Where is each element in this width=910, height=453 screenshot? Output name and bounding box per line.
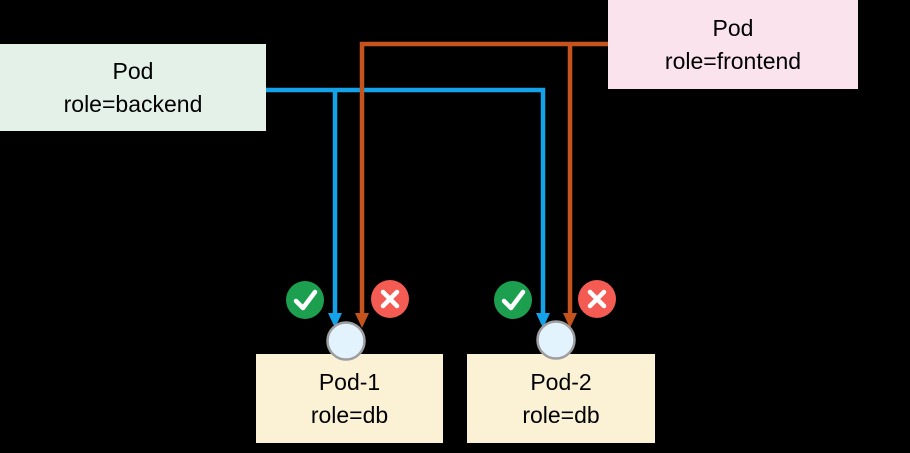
cross-icon (371, 280, 409, 318)
pod1-status-badges (286, 280, 409, 319)
pod-1-title: Pod-1 (318, 368, 381, 395)
pod-backend-title: Pod (112, 57, 154, 84)
cross-mark (587, 289, 607, 309)
pod-2-title: Pod-2 (530, 368, 592, 395)
pod-1-db-node: Pod-1 role=db (256, 354, 443, 443)
frontend-arrowhead-pod2 (563, 313, 577, 328)
pod-frontend-label: role=frontend (664, 47, 802, 74)
cross-mark (380, 289, 400, 309)
frontend-arrowhead-pod1 (355, 313, 369, 328)
port-circle-icon-pod2 (536, 320, 576, 360)
check-mark (501, 289, 526, 311)
pod2-status-badges (494, 280, 616, 319)
check-icon (494, 281, 532, 319)
frontend-to-db-connector (355, 41, 608, 328)
check-icon (286, 281, 324, 319)
pod-backend-node: Pod role=backend (0, 44, 266, 131)
pod-frontend-title: Pod (712, 14, 754, 41)
backend-connector-main-line (266, 87, 546, 314)
pod-1-label: role=db (310, 401, 389, 428)
cross-icon (578, 280, 616, 318)
backend-to-db-connector (266, 87, 550, 328)
pod-backend-label: role=backend (63, 90, 203, 117)
frontend-connector-main-line (359, 41, 608, 314)
pod-frontend-node: Pod role=frontend (608, 0, 858, 89)
pod-2-db-node: Pod-2 role=db (467, 354, 655, 443)
check-mark (293, 289, 318, 311)
backend-arrowhead-pod2 (536, 313, 550, 328)
pod-2-label: role=db (522, 401, 600, 428)
backend-arrowhead-pod1 (328, 313, 342, 328)
